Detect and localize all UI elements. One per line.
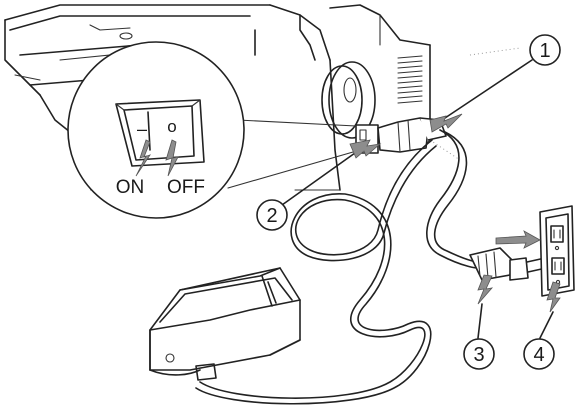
callout-3: 3 xyxy=(463,338,495,370)
callout-4: 4 xyxy=(523,338,555,370)
callout-2: 2 xyxy=(256,199,288,231)
power-switch-inset: – o ON OFF xyxy=(67,41,361,219)
callout-3-label: 3 xyxy=(473,344,484,366)
controller-cord xyxy=(195,139,437,405)
callout-leaders xyxy=(281,59,554,339)
wall-outlet xyxy=(495,205,575,313)
switch-on-label: ON xyxy=(116,177,145,198)
switch-on-symbol: – xyxy=(137,119,147,139)
callout-4-label: 4 xyxy=(533,344,544,366)
switch-off-label: OFF xyxy=(167,177,205,198)
sewing-machine xyxy=(4,4,521,201)
power-cord xyxy=(426,129,479,269)
callout-1-label: 1 xyxy=(539,40,550,62)
wall-plug xyxy=(469,247,547,305)
callout-1: 1 xyxy=(529,34,561,66)
switch-off-symbol: o xyxy=(167,117,176,136)
callout-2-label: 2 xyxy=(266,205,277,227)
foot-controller xyxy=(149,267,301,381)
